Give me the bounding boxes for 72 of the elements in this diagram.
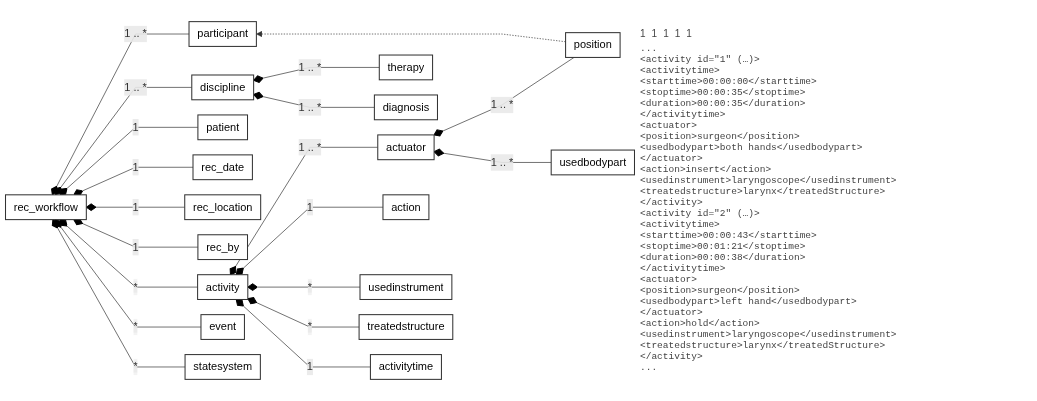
edge-label: 1 .. * [124,27,147,40]
code-line: </actuator> [640,153,704,164]
edge-label: 1 .. * [490,156,514,168]
code-line: <duration>00:00:38</duration> [640,252,807,263]
code-line: <action>hold</action> [640,318,761,329]
edge-label: 1 [132,201,139,213]
edge-label: 1 [132,161,139,173]
node-box: rec_workflow [5,194,87,221]
multiplicity-label: 1 [651,28,658,39]
node-box: event [200,314,245,340]
code-line: <actuator> [640,120,698,131]
code-line: <duration>00:00:35</duration> [640,98,807,109]
code-line: </actuator> [640,307,704,318]
code-line: <usedbodypart>both hands</usedbodypart> [640,142,864,153]
node-box: statesystem [184,354,261,380]
node-box: actuator [377,134,435,161]
multiplicity-label: 1 [674,28,681,39]
code-line: <starttime>00:00:00</starttime> [640,76,818,87]
code-line: </activity> [640,351,704,362]
node-box: diagnosis [373,94,438,121]
node-box: therapy [378,54,434,81]
code-line: </activity> [640,197,704,208]
multiplicity-label: 1 [640,28,646,39]
edge-label: * [133,280,138,293]
node-box: rec_by [197,234,249,261]
code-line: <activitytime> [640,219,721,230]
node-box: rec_location [184,194,262,221]
node-box: usedbodypart [550,149,635,176]
node-box: action [382,194,430,221]
code-line: <position>surgeon</position> [640,131,801,142]
code-line: <stoptime>00:01:21</stoptime> [640,241,807,252]
code-line: ... [640,43,659,54]
node-box: rec_date [192,154,253,181]
node-box: patient [197,114,249,141]
node-box: activitytime [369,354,442,380]
code-line: <starttime>00:00:43</starttime> [640,230,818,241]
edge-label: 1 .. * [298,141,322,153]
code-line: <stoptime>00:00:35</stoptime> [640,87,807,98]
edge-label: 1 .. * [490,98,514,111]
node-box: position [565,32,621,58]
edge-label: 1 .. * [298,61,322,73]
edge-label: 1 [132,240,139,253]
node-box: treatedstructure [358,314,454,340]
edge-label: 1 [306,360,313,373]
node-box: usedinstrument [359,274,453,300]
edge-label: 1 [132,121,139,133]
code-line: <usedinstrument>laryngoscope</usedinstrument> [640,175,898,186]
node-box: participant [188,21,257,47]
node-box: discipline [191,74,255,101]
code-line: <action>insert</action> [640,164,773,175]
code-line: <activitytime> [640,65,721,76]
code-line: <usedinstrument>laryngoscope</usedinstrument> [640,329,898,340]
node-box: activity [197,274,249,300]
edge-label: * [133,320,138,333]
edge-label: 1 [306,201,313,213]
edge-label: * [133,360,138,373]
code-line: <activity id="1" (…)> [640,54,761,65]
edge-label: * [307,280,313,293]
code-line: <actuator> [640,274,698,285]
code-line: <usedbodypart>left hand</usedbodypart> [640,296,858,307]
code-line: ... [640,362,659,373]
multiplicity-label: 1 [686,28,692,39]
code-line: <treatedstructure>larynx</treatedStructure> [640,186,887,197]
code-line: </activitytime> [640,109,727,120]
code-line: </activitytime> [640,263,727,274]
code-line: <treatedstructure>larynx</treatedStructure> [640,340,887,351]
multiplicity-label: 1 [663,28,669,39]
edge-label: 1 .. * [298,101,322,113]
edge-label: * [307,320,313,333]
code-line: <position>surgeon</position> [640,285,801,296]
code-line: <activity id="2" (…)> [640,208,761,219]
edge-label: 1 .. * [124,81,147,93]
